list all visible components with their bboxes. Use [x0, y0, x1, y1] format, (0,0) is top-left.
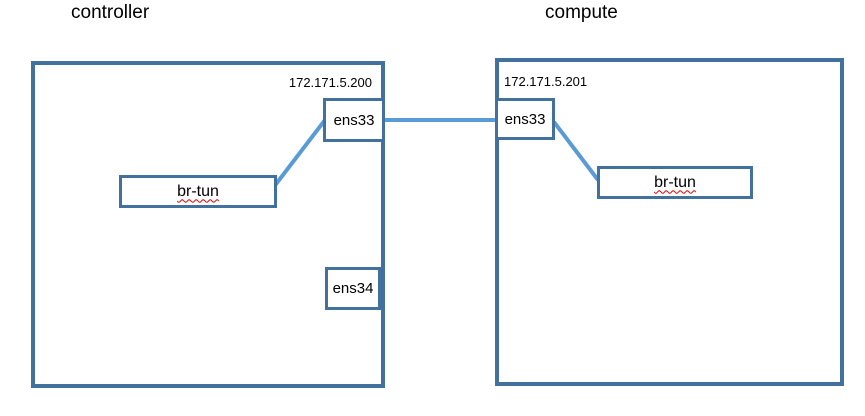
compute-brtun-label: br-tun	[654, 173, 696, 191]
controller-ens34-box: ens34	[325, 267, 381, 310]
compute-ip-label: 172.171.5.201	[504, 74, 588, 89]
controller-brtun-label: br-tun	[177, 182, 219, 200]
controller-ens33-label: ens33	[333, 111, 375, 129]
controller-ip-label: 172.171.5.200	[288, 75, 372, 90]
compute-ens33-box: ens33	[495, 98, 555, 140]
controller-title: controller	[71, 2, 150, 23]
controller-brtun-box: br-tun	[119, 175, 277, 208]
compute-ens33-label: ens33	[504, 110, 546, 128]
controller-ens34-label: ens34	[332, 280, 374, 297]
controller-ens33-box: ens33	[323, 98, 385, 142]
compute-title: compute	[545, 2, 618, 23]
compute-brtun-box: br-tun	[597, 166, 753, 199]
